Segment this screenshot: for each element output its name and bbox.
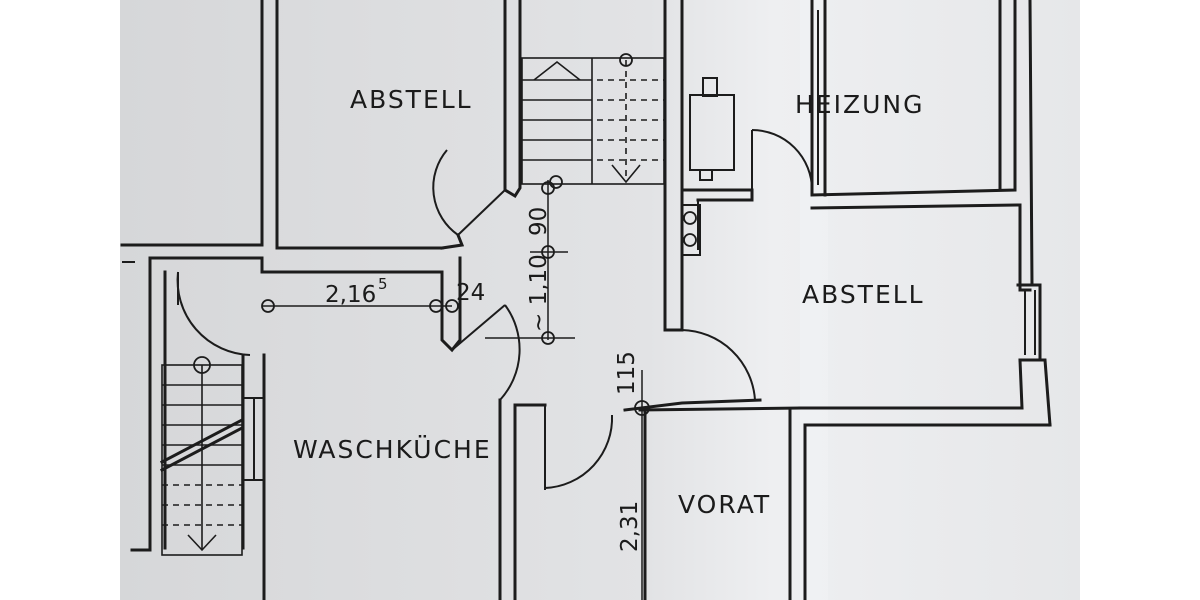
dimension-label-115: 115 xyxy=(614,351,640,395)
boiler xyxy=(681,77,735,256)
room-label-heizung: HEIZUNG xyxy=(795,90,924,119)
room-label-abstell-top: ABSTELL xyxy=(350,85,473,114)
staircase-left xyxy=(159,356,245,556)
windows xyxy=(817,10,1036,355)
dimension-label-1-10: ~ 1,10 xyxy=(526,254,552,332)
walls xyxy=(120,0,1052,600)
dimension-label-24: 24 xyxy=(456,280,485,306)
doors xyxy=(176,129,813,490)
dimension-lines xyxy=(261,175,650,600)
dimension-label-2-16: 2,16 xyxy=(325,282,376,308)
room-label-abstell-right: ABSTELL xyxy=(802,280,925,309)
dimension-label-2-16-superscript: 5 xyxy=(378,275,388,293)
staircase-top xyxy=(521,53,665,185)
dimension-label-90: 90 xyxy=(526,207,552,236)
room-label-vorat: VORAT xyxy=(678,490,771,519)
dimension-label-2-31: 2,31 xyxy=(617,501,643,552)
room-label-waschkueche: WASCHKÜCHE xyxy=(293,435,492,464)
